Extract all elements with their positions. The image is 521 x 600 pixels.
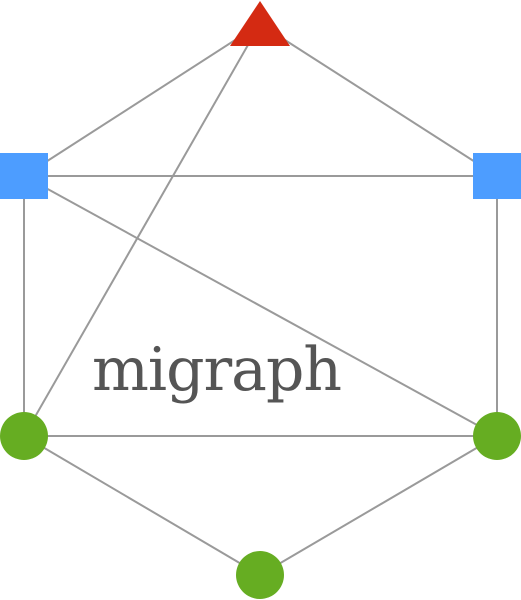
edge-left-upper-right-lower	[23, 175, 498, 437]
graph-edges	[23, 23, 498, 576]
node-left-upper-square	[0, 153, 48, 199]
wordmark: migraph	[92, 335, 341, 405]
node-right-lower-circle	[473, 412, 521, 460]
edge-top-left-upper	[23, 23, 261, 177]
node-bottom-circle	[236, 551, 284, 599]
node-top-triangle	[230, 1, 290, 46]
edge-right-lower-bottom	[259, 435, 498, 576]
edge-top-right-upper	[259, 23, 498, 177]
edge-top-left-lower	[23, 23, 261, 437]
node-left-lower-circle	[0, 412, 48, 460]
node-right-upper-square	[473, 153, 521, 199]
edge-left-lower-bottom	[23, 435, 261, 576]
